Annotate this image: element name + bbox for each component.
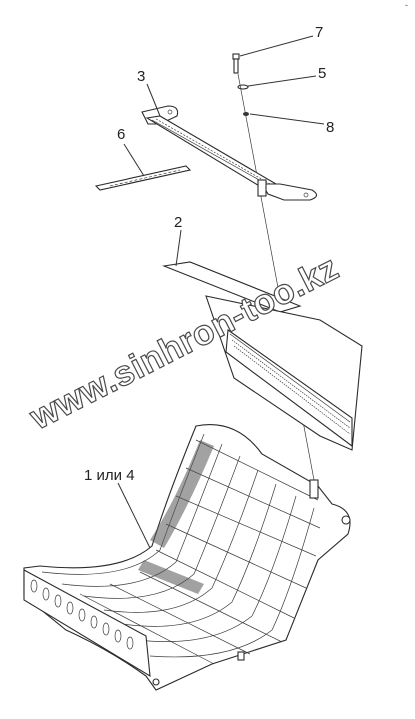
- callout-1-or-4: 1 или 4: [84, 467, 135, 484]
- callout-7: 7: [315, 24, 323, 41]
- part-2-shield-plate: [161, 261, 363, 451]
- callout-6: 6: [117, 126, 125, 143]
- edge-mark: -: [405, 0, 408, 10]
- callout-3: 3: [137, 68, 145, 85]
- callout-5: 5: [318, 65, 326, 82]
- part-6-strip: [94, 165, 192, 191]
- callout-2: 2: [174, 214, 182, 231]
- part-8-nut: [243, 112, 249, 116]
- leader-lines: [117, 35, 325, 549]
- part-5-washer: [237, 84, 249, 90]
- part-1-or-4-concave: [23, 424, 351, 691]
- part-7-bolt: [232, 53, 240, 74]
- part-3-adjusting-bar: [141, 105, 318, 201]
- callout-8: 8: [326, 119, 334, 136]
